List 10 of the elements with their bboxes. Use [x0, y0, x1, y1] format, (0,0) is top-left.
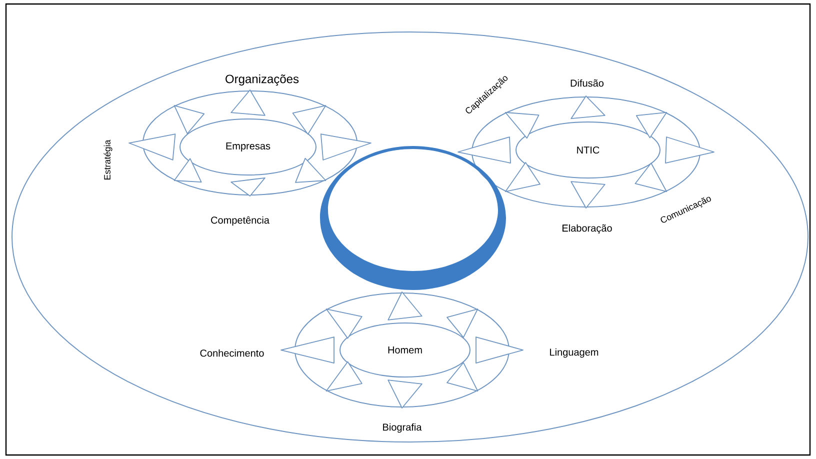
- ellipse-node: NTIC: [516, 122, 660, 178]
- label-text: Organizações: [226, 74, 299, 86]
- label-text: Competência: [211, 216, 270, 226]
- label-text: Conhecimento: [200, 349, 264, 357]
- label-text: Linguagem: [550, 348, 598, 358]
- label-text: Elaboração: [562, 224, 612, 234]
- label-text: Estratégia: [104, 140, 112, 180]
- ellipse-node: Homem: [340, 322, 470, 378]
- label-text: Biografia: [383, 423, 422, 433]
- label-text: Difusão: [570, 79, 604, 87]
